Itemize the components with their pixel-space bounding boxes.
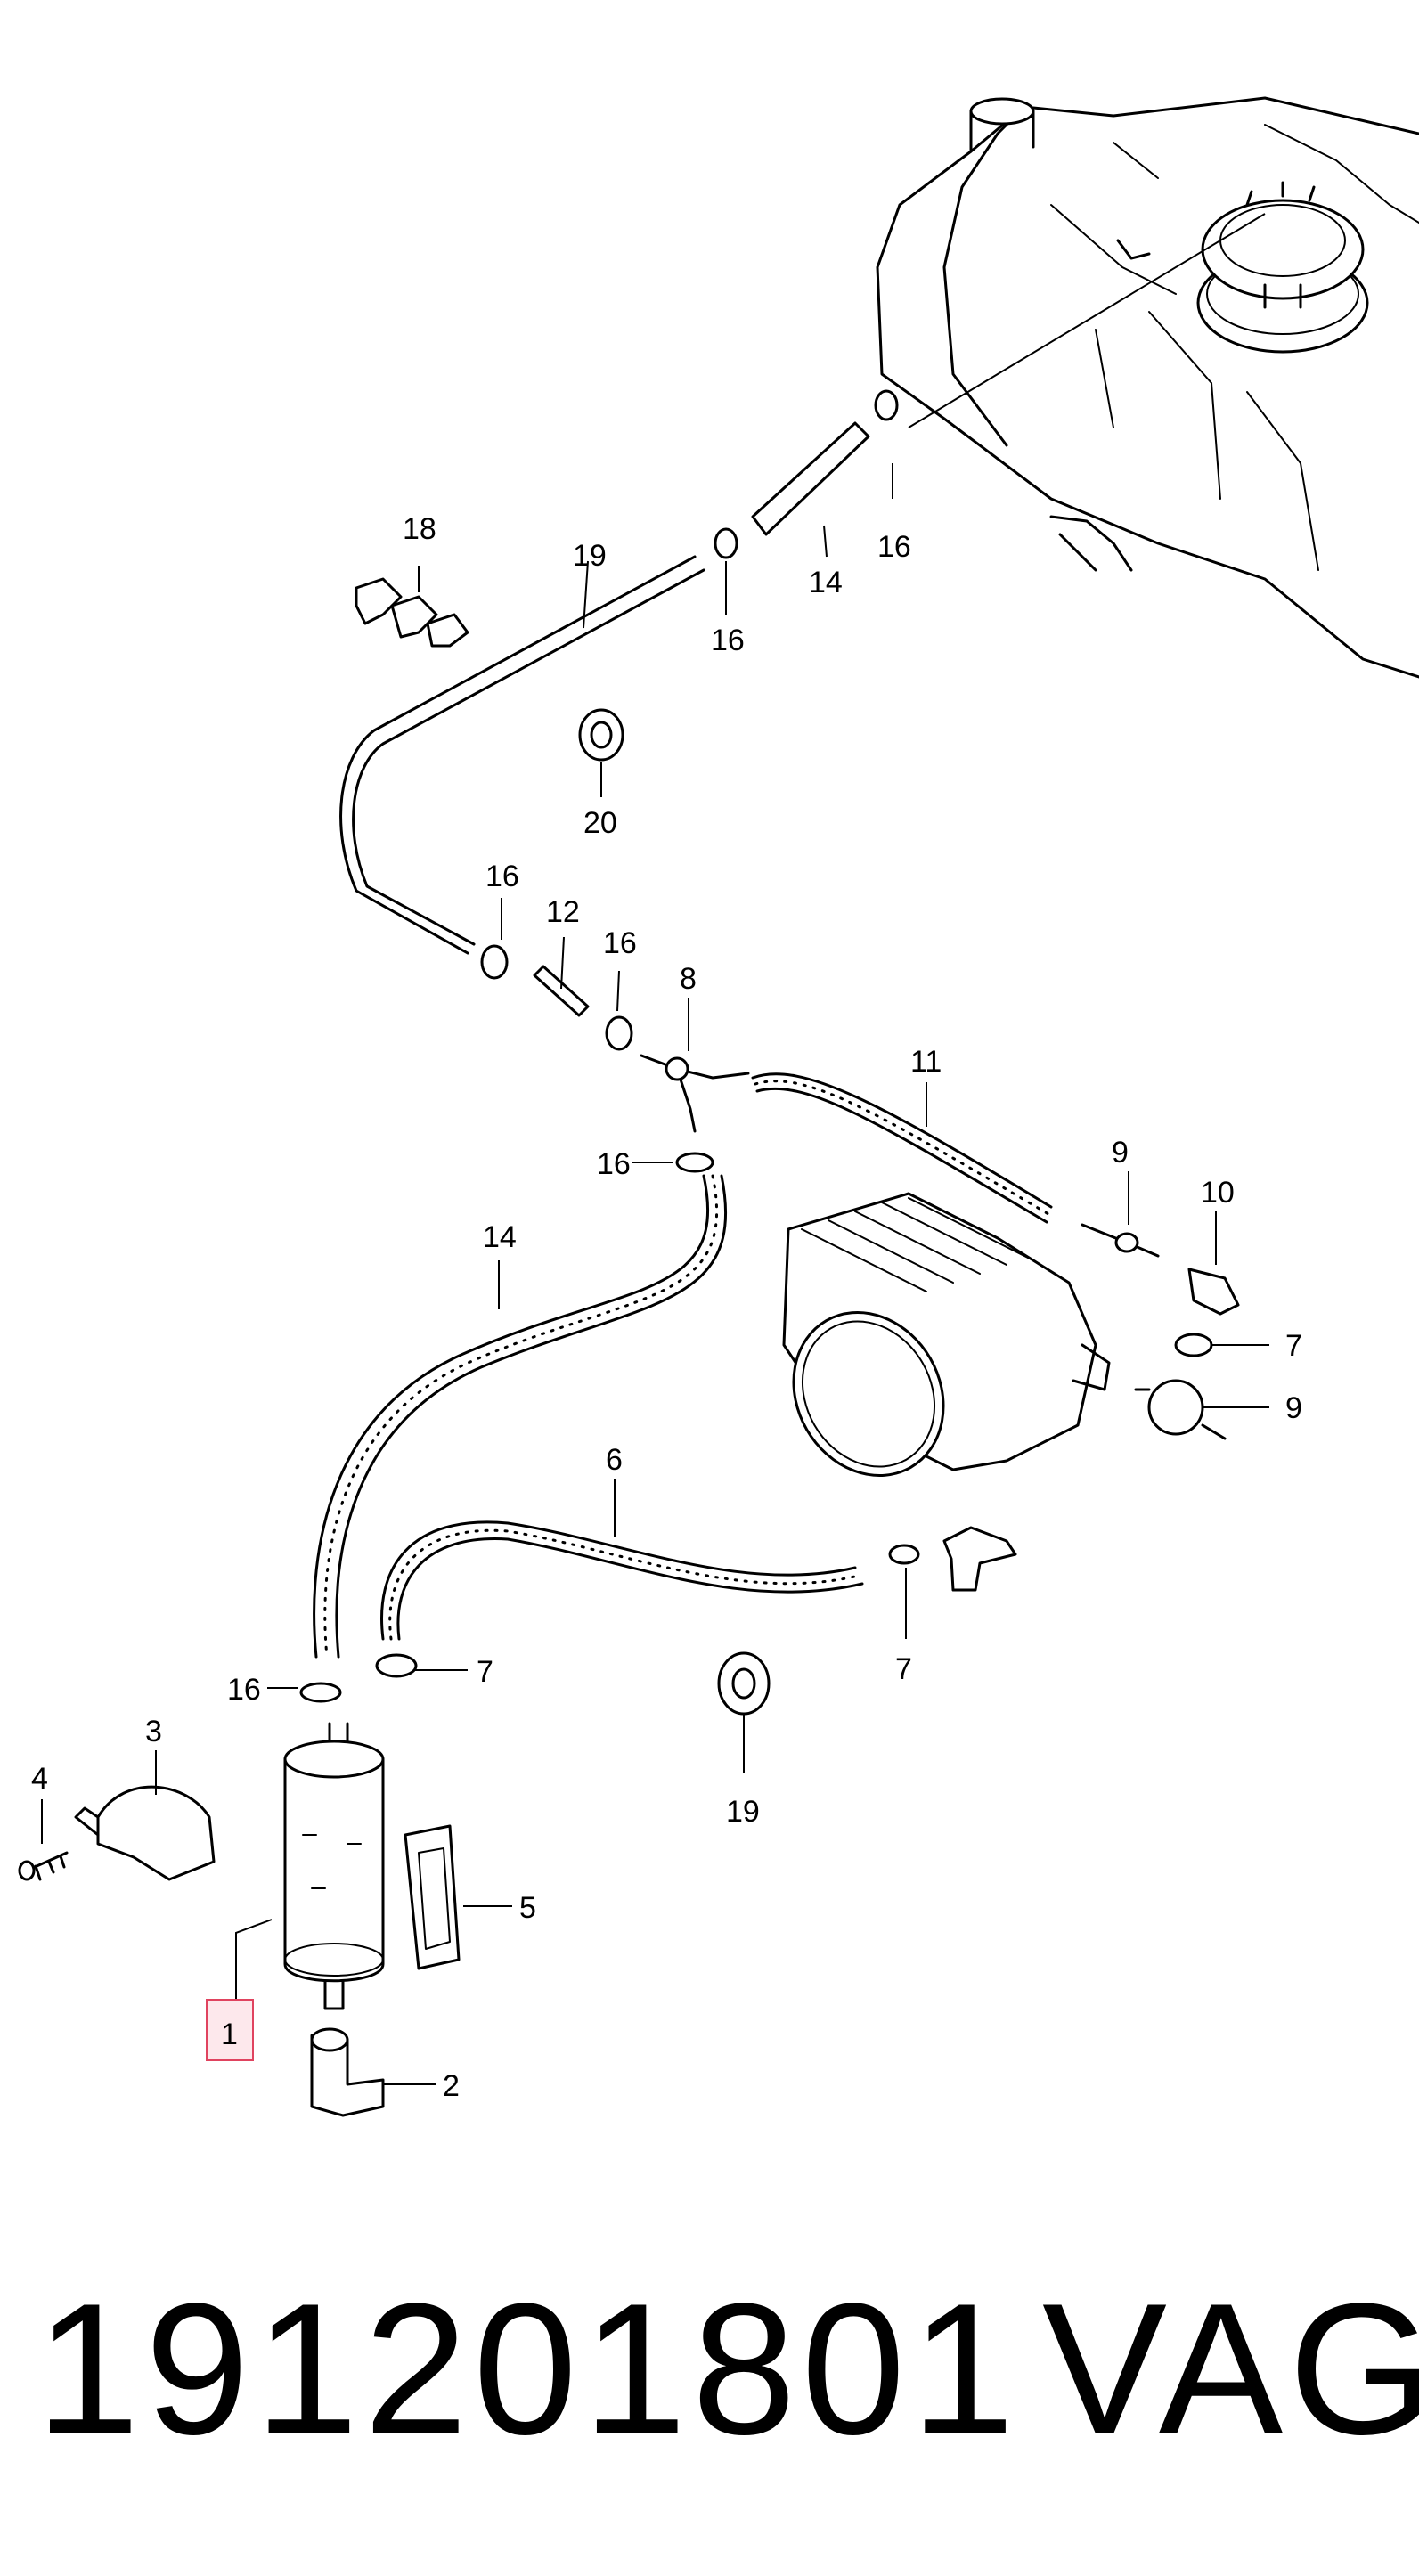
hose-14-lower [313,1174,728,1659]
callout-16: 16 [597,1147,631,1181]
leader-lines [41,463,1269,2085]
fuel-tank [876,96,1419,679]
grommet-20 [578,708,624,762]
callout-7: 7 [895,1652,912,1686]
callout-1: 1 [221,2018,238,2051]
elbow-11 [1187,1268,1240,1316]
gasket-5 [404,1824,461,1970]
callout-7: 7 [1285,1329,1302,1363]
hose-clamp-16 [299,389,899,1703]
callout-9: 9 [1285,1391,1302,1425]
callout-16: 16 [227,1673,261,1707]
callout-2: 2 [443,2069,460,2103]
throttle-body [782,1192,1111,1477]
callout-19: 19 [726,1795,760,1829]
callout-14: 14 [483,1220,517,1254]
callout-1-highlight [206,1999,254,2061]
t-connector-8 [640,1054,750,1133]
footer: 191201801 VAG [0,2262,1419,2476]
callout-13: 12 [546,895,580,929]
callout-14: 14 [809,566,843,599]
hose-12 [751,1072,1053,1224]
clip-18 [355,577,469,648]
clip-7 [375,1333,1213,1678]
callout-5: 5 [519,1891,536,1925]
grommet-19 [717,1651,771,1716]
callout-7: 7 [477,1655,493,1689]
vent-line-17 [339,555,705,955]
callout-17: 19 [573,539,607,573]
tank-sender-cap [1196,181,1369,354]
callout-20: 20 [583,806,617,840]
callout-16: 16 [485,860,519,893]
hose-13 [533,965,590,1017]
part-number: 191201801 [36,2264,1021,2474]
callout-8: 8 [680,962,697,996]
elbow-2 [310,2027,385,2117]
bracket-3 [74,1785,216,1881]
callout-3: 3 [145,1715,162,1749]
callout-11: 10 [1201,1176,1235,1210]
hose-14-upper [751,421,870,536]
callout-16: 16 [603,926,637,960]
connector-10 [1081,1223,1160,1258]
callout-16: 16 [877,530,911,564]
y-connector [942,1526,1017,1592]
brand-name: VAG [1042,2264,1419,2474]
screw-4 [18,1851,69,1881]
callout-18: 18 [403,512,436,546]
valve-9 [1134,1379,1227,1440]
canister-1 [283,1722,385,2010]
callout-6: 6 [606,1443,623,1477]
callout-16: 16 [711,624,745,657]
callout-labels: 18 19 16 14 16 20 16 12 16 8 16 11 9 10 … [31,512,1302,2103]
hose-6 [380,1520,864,1641]
callout-12: 11 [910,1045,942,1079]
callout-10: 9 [1112,1136,1129,1170]
callout-4: 4 [31,1762,48,1796]
